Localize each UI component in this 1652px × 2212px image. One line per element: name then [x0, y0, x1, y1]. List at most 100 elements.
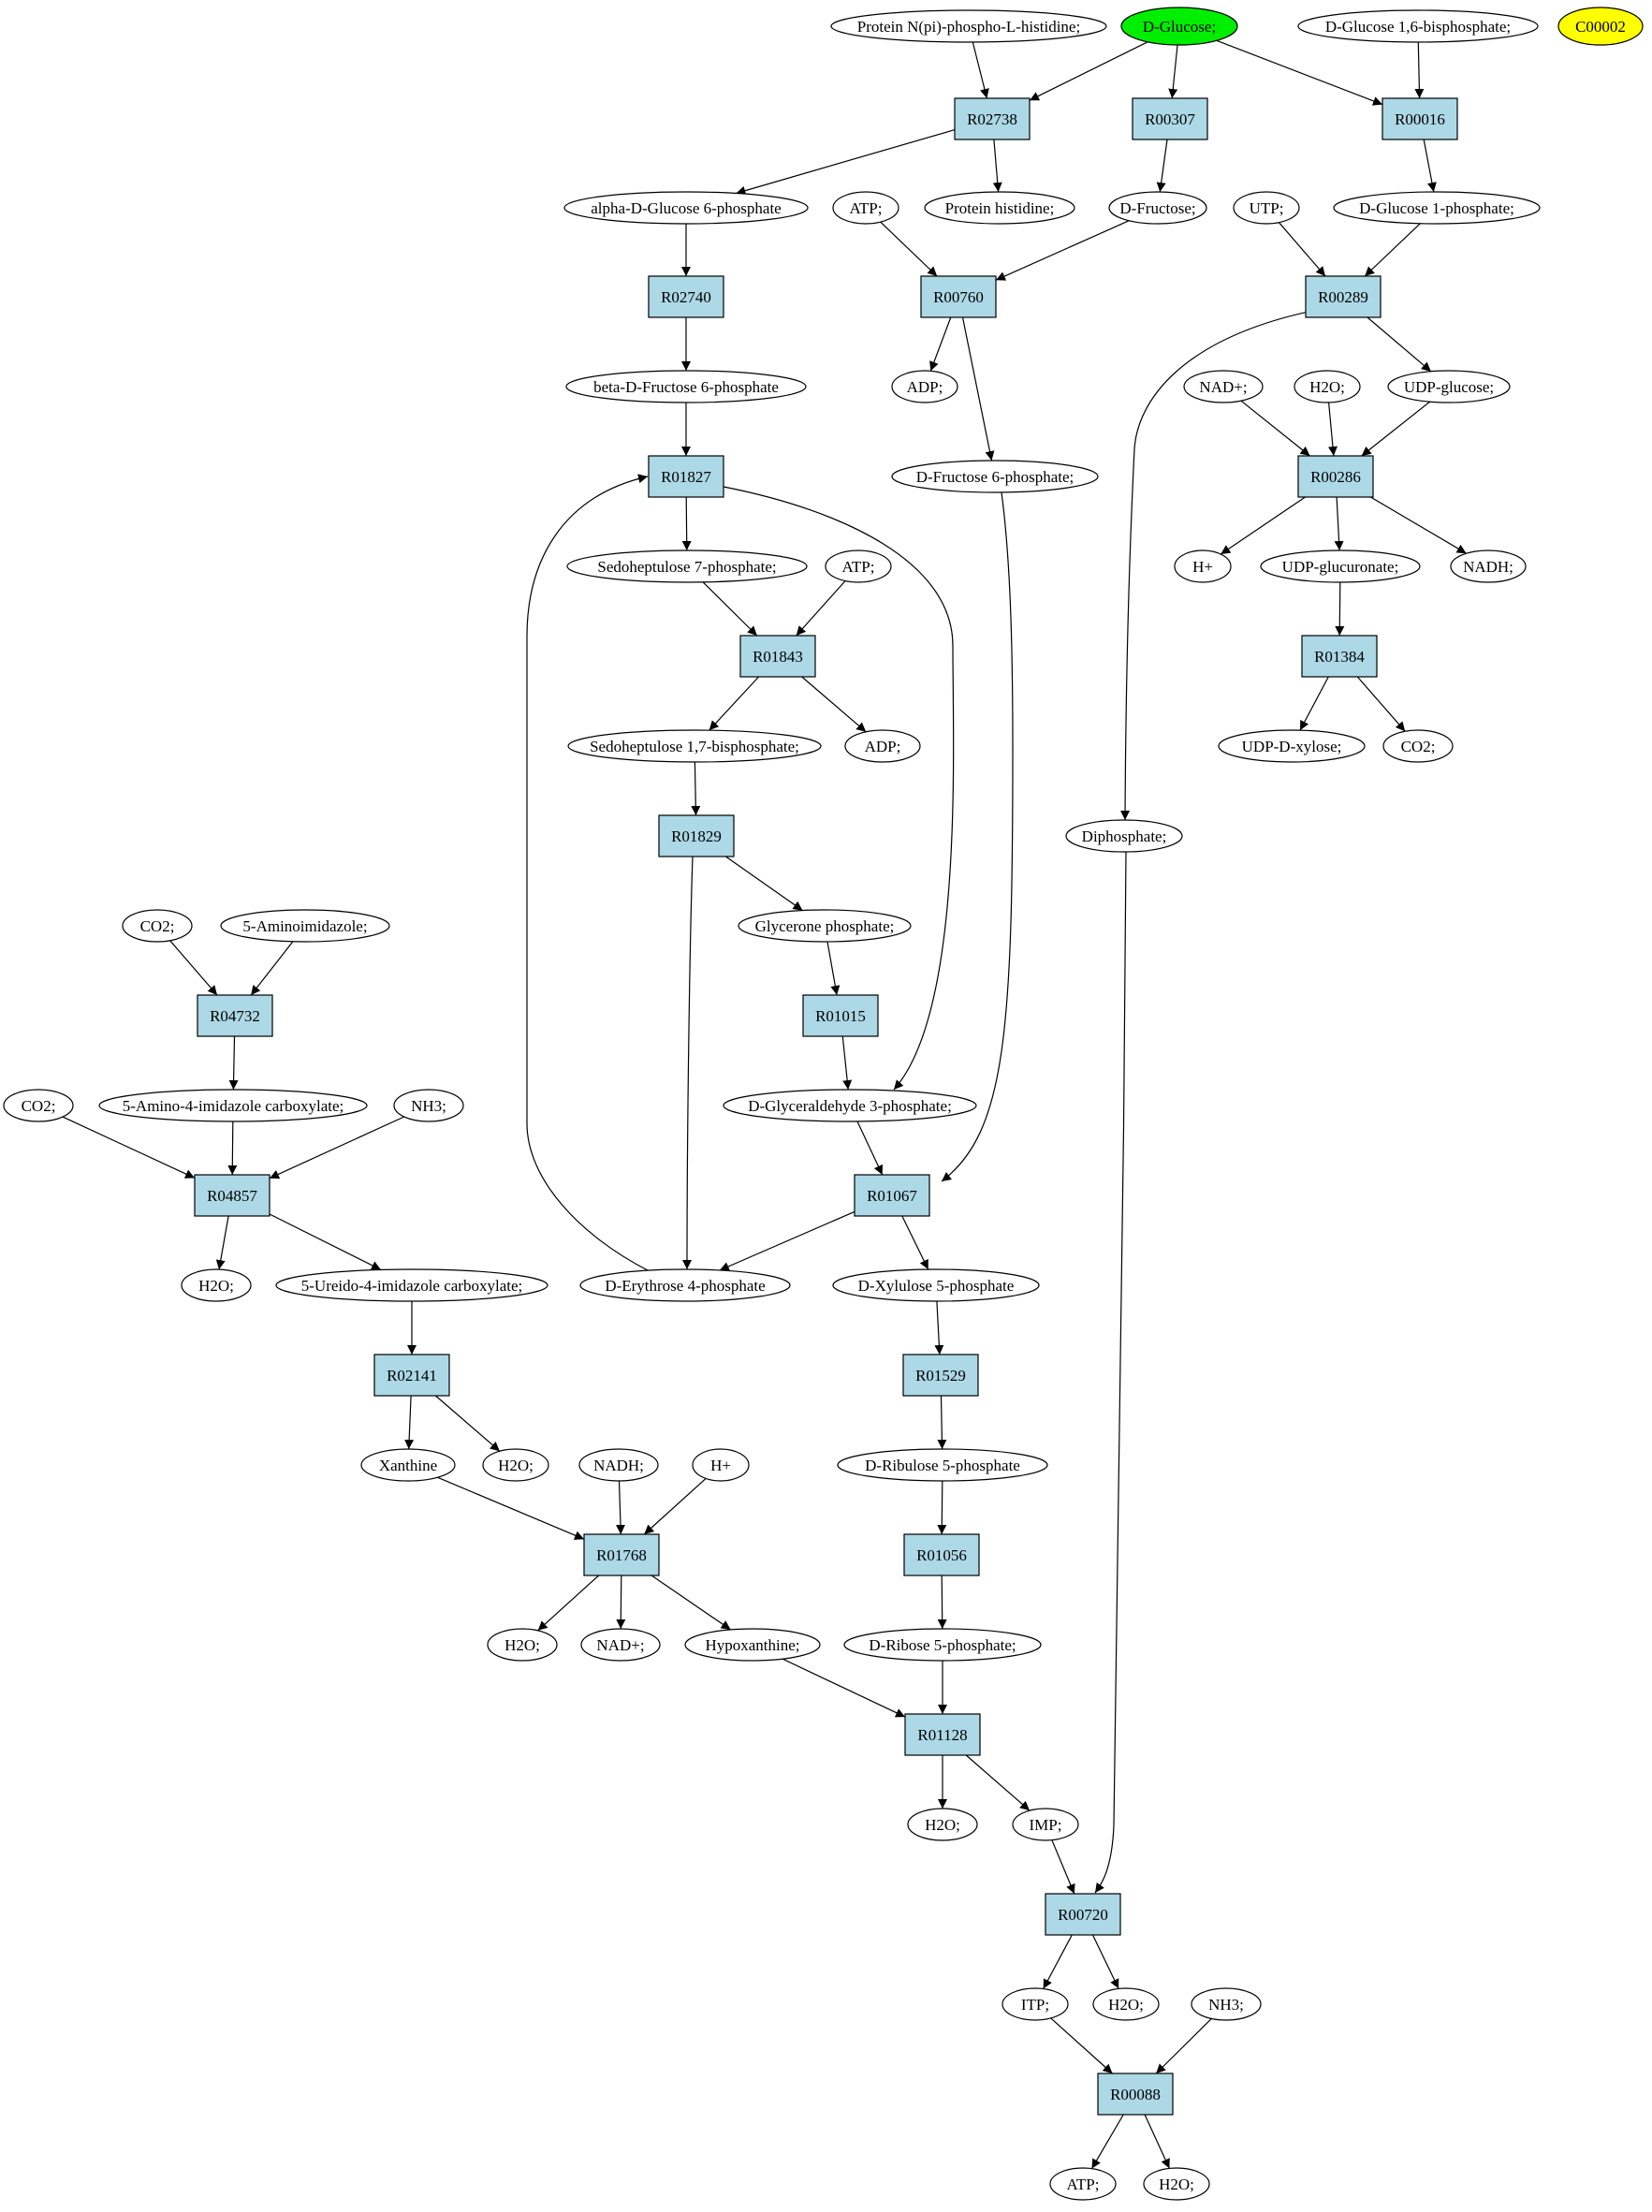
reaction-node-r01384: R01384 — [1301, 635, 1378, 678]
hypoxanthine-label: Hypoxanthine; — [705, 1636, 799, 1654]
imp-label: IMP; — [1030, 1816, 1062, 1834]
atp_2-label: ATP; — [842, 558, 875, 576]
compound-node-c00002: C00002 — [1557, 7, 1644, 46]
edge-sedo7p-to-r01843 — [702, 581, 758, 637]
r01827-label: R01827 — [661, 468, 711, 486]
compound-node-protein_nphis: Protein N(pi)-phospho-L-histidine; — [830, 9, 1107, 43]
compound-node-e4p: D-Erythrose 4-phosphate — [579, 1268, 791, 1302]
compound-node-sedo17bp: Sedoheptulose 1,7-bisphosphate; — [567, 729, 822, 763]
udp_glucose-label: UDP-glucose; — [1404, 378, 1494, 396]
co2_3-label: CO2; — [22, 1097, 56, 1115]
compound-node-atp_1: ATP; — [832, 191, 899, 225]
reaction-node-r01843: R01843 — [739, 635, 816, 678]
edge-r00286-to-udp_glucuronate — [1334, 496, 1344, 551]
h2o_6-shape — [1092, 1987, 1160, 2021]
edge-r00720-to-itp — [1043, 1934, 1073, 1989]
utp-shape — [1233, 191, 1300, 225]
xanthine-shape — [360, 1448, 456, 1482]
edge-co2_2-to-r04732 — [169, 940, 218, 996]
e4p-shape — [579, 1268, 791, 1302]
r00016-shape — [1382, 97, 1458, 140]
compound-node-nadh_1: NADH; — [1450, 549, 1527, 583]
edge-r01384-to-udp_xylose — [1299, 676, 1329, 731]
udp_xylose-shape — [1218, 729, 1366, 763]
udp_xylose-label: UDP-D-xylose; — [1242, 738, 1342, 755]
d_fructose-label: D-Fructose; — [1119, 199, 1195, 217]
compound-node-itp: ITP; — [1001, 1987, 1069, 2021]
r00760-shape — [920, 275, 997, 318]
nadh_1-label: NADH; — [1463, 558, 1513, 576]
compound-node-h_plus_1: H+ — [1174, 549, 1232, 583]
compound-node-d_glucose_16bp: D-Glucose 1,6-bisphosphate; — [1297, 9, 1539, 43]
edge-glycerone_p-to-r01015 — [826, 941, 841, 996]
compound-node-sedo7p: Sedoheptulose 7-phosphate; — [566, 549, 808, 583]
edge-r04732-to-aic — [228, 1035, 239, 1091]
nh3_1-shape — [393, 1089, 464, 1122]
reaction-node-r02738: R02738 — [954, 97, 1031, 140]
edge-nh3_2-to-r00088 — [1155, 2017, 1212, 2074]
e4p-label: D-Erythrose 4-phosphate — [605, 1277, 765, 1295]
glycerone_p-shape — [738, 909, 912, 943]
compound-node-nh3_1: NH3; — [393, 1089, 464, 1122]
h_plus_2-label: H+ — [710, 1457, 731, 1474]
r01827-shape — [648, 455, 724, 498]
r01015-label: R01015 — [815, 1007, 866, 1025]
diphosphate-shape — [1065, 819, 1183, 853]
reaction-node-r00286: R00286 — [1297, 455, 1374, 498]
r01768-shape — [583, 1533, 660, 1576]
r00720-shape — [1045, 1893, 1121, 1936]
r04857-label: R04857 — [207, 1187, 257, 1205]
r01384-shape — [1301, 635, 1378, 678]
r00289-shape — [1305, 275, 1382, 318]
edge-r01827-to-sedo7p — [681, 496, 692, 551]
reaction-node-r01056: R01056 — [903, 1533, 980, 1576]
edge-r00088-to-atp_3 — [1090, 2114, 1124, 2169]
reaction-node-r02740: R02740 — [648, 275, 724, 318]
hypoxanthine-shape — [684, 1628, 821, 1662]
r01529-shape — [902, 1354, 979, 1397]
reaction-node-r04732: R04732 — [197, 994, 273, 1037]
d_fructose-shape — [1108, 191, 1207, 225]
a_d_glc6p-label: alpha-D-Glucose 6-phosphate — [591, 199, 781, 217]
aminoimidazole-label: 5-Aminoimidazole; — [242, 917, 367, 935]
r00286-label: R00286 — [1310, 468, 1361, 486]
edge-r01843-to-sedo17bp — [709, 676, 760, 731]
compound-node-glycerone_p: Glycerone phosphate; — [738, 909, 912, 943]
r01056-shape — [903, 1533, 980, 1576]
reaction-node-r00016: R00016 — [1382, 97, 1458, 140]
d_glucose-shape — [1120, 7, 1238, 46]
co2_2-label: CO2; — [140, 917, 175, 935]
edge-r04857-to-uic — [269, 1213, 382, 1270]
r00720-label: R00720 — [1058, 1906, 1108, 1924]
reaction-node-r01768: R01768 — [583, 1533, 660, 1576]
compound-node-h2o_7: H2O; — [1143, 2167, 1210, 2201]
compound-node-imp: IMP; — [1012, 1808, 1079, 1841]
h2o_3-shape — [482, 1448, 549, 1482]
compound-node-co2_3: CO2; — [3, 1089, 74, 1122]
nh3_2-shape — [1191, 1987, 1262, 2021]
r00286-shape — [1297, 455, 1374, 498]
h2o_2-shape — [181, 1268, 252, 1302]
nadh_2-label: NADH; — [593, 1457, 644, 1474]
nad_2-shape — [580, 1628, 661, 1662]
r00016-label: R00016 — [1395, 110, 1445, 128]
r01843-shape — [739, 635, 816, 678]
compound-node-d_glc1p: D-Glucose 1-phosphate; — [1333, 191, 1541, 225]
sedo17bp-label: Sedoheptulose 1,7-bisphosphate; — [590, 738, 799, 755]
edge-r00286-to-h_plus_1 — [1220, 496, 1306, 555]
nad_2-label: NAD+; — [596, 1636, 644, 1654]
edge-d_glucose_16bp-to-r00016 — [1414, 41, 1425, 99]
ru5p-label: D-Ribulose 5-phosphate — [865, 1457, 1020, 1474]
diphosphate-label: Diphosphate; — [1082, 828, 1167, 845]
r5p-label: D-Ribose 5-phosphate; — [869, 1636, 1016, 1654]
edge-d_glucose-to-r00016 — [1216, 39, 1383, 106]
compound-node-xu5p: D-Xylulose 5-phosphate — [832, 1268, 1040, 1302]
d_glucose-label: D-Glucose; — [1143, 18, 1216, 36]
reaction-node-r00088: R00088 — [1097, 2073, 1174, 2116]
r00289-label: R00289 — [1318, 288, 1368, 306]
compound-node-nh3_2: NH3; — [1191, 1987, 1262, 2021]
compound-node-b_d_fru6p: beta-D-Fructose 6-phosphate — [565, 370, 807, 403]
edge-r00289-to-udp_glucose — [1367, 316, 1432, 373]
adp_2-label: ADP; — [865, 738, 901, 755]
nad_1-label: NAD+; — [1199, 378, 1247, 396]
